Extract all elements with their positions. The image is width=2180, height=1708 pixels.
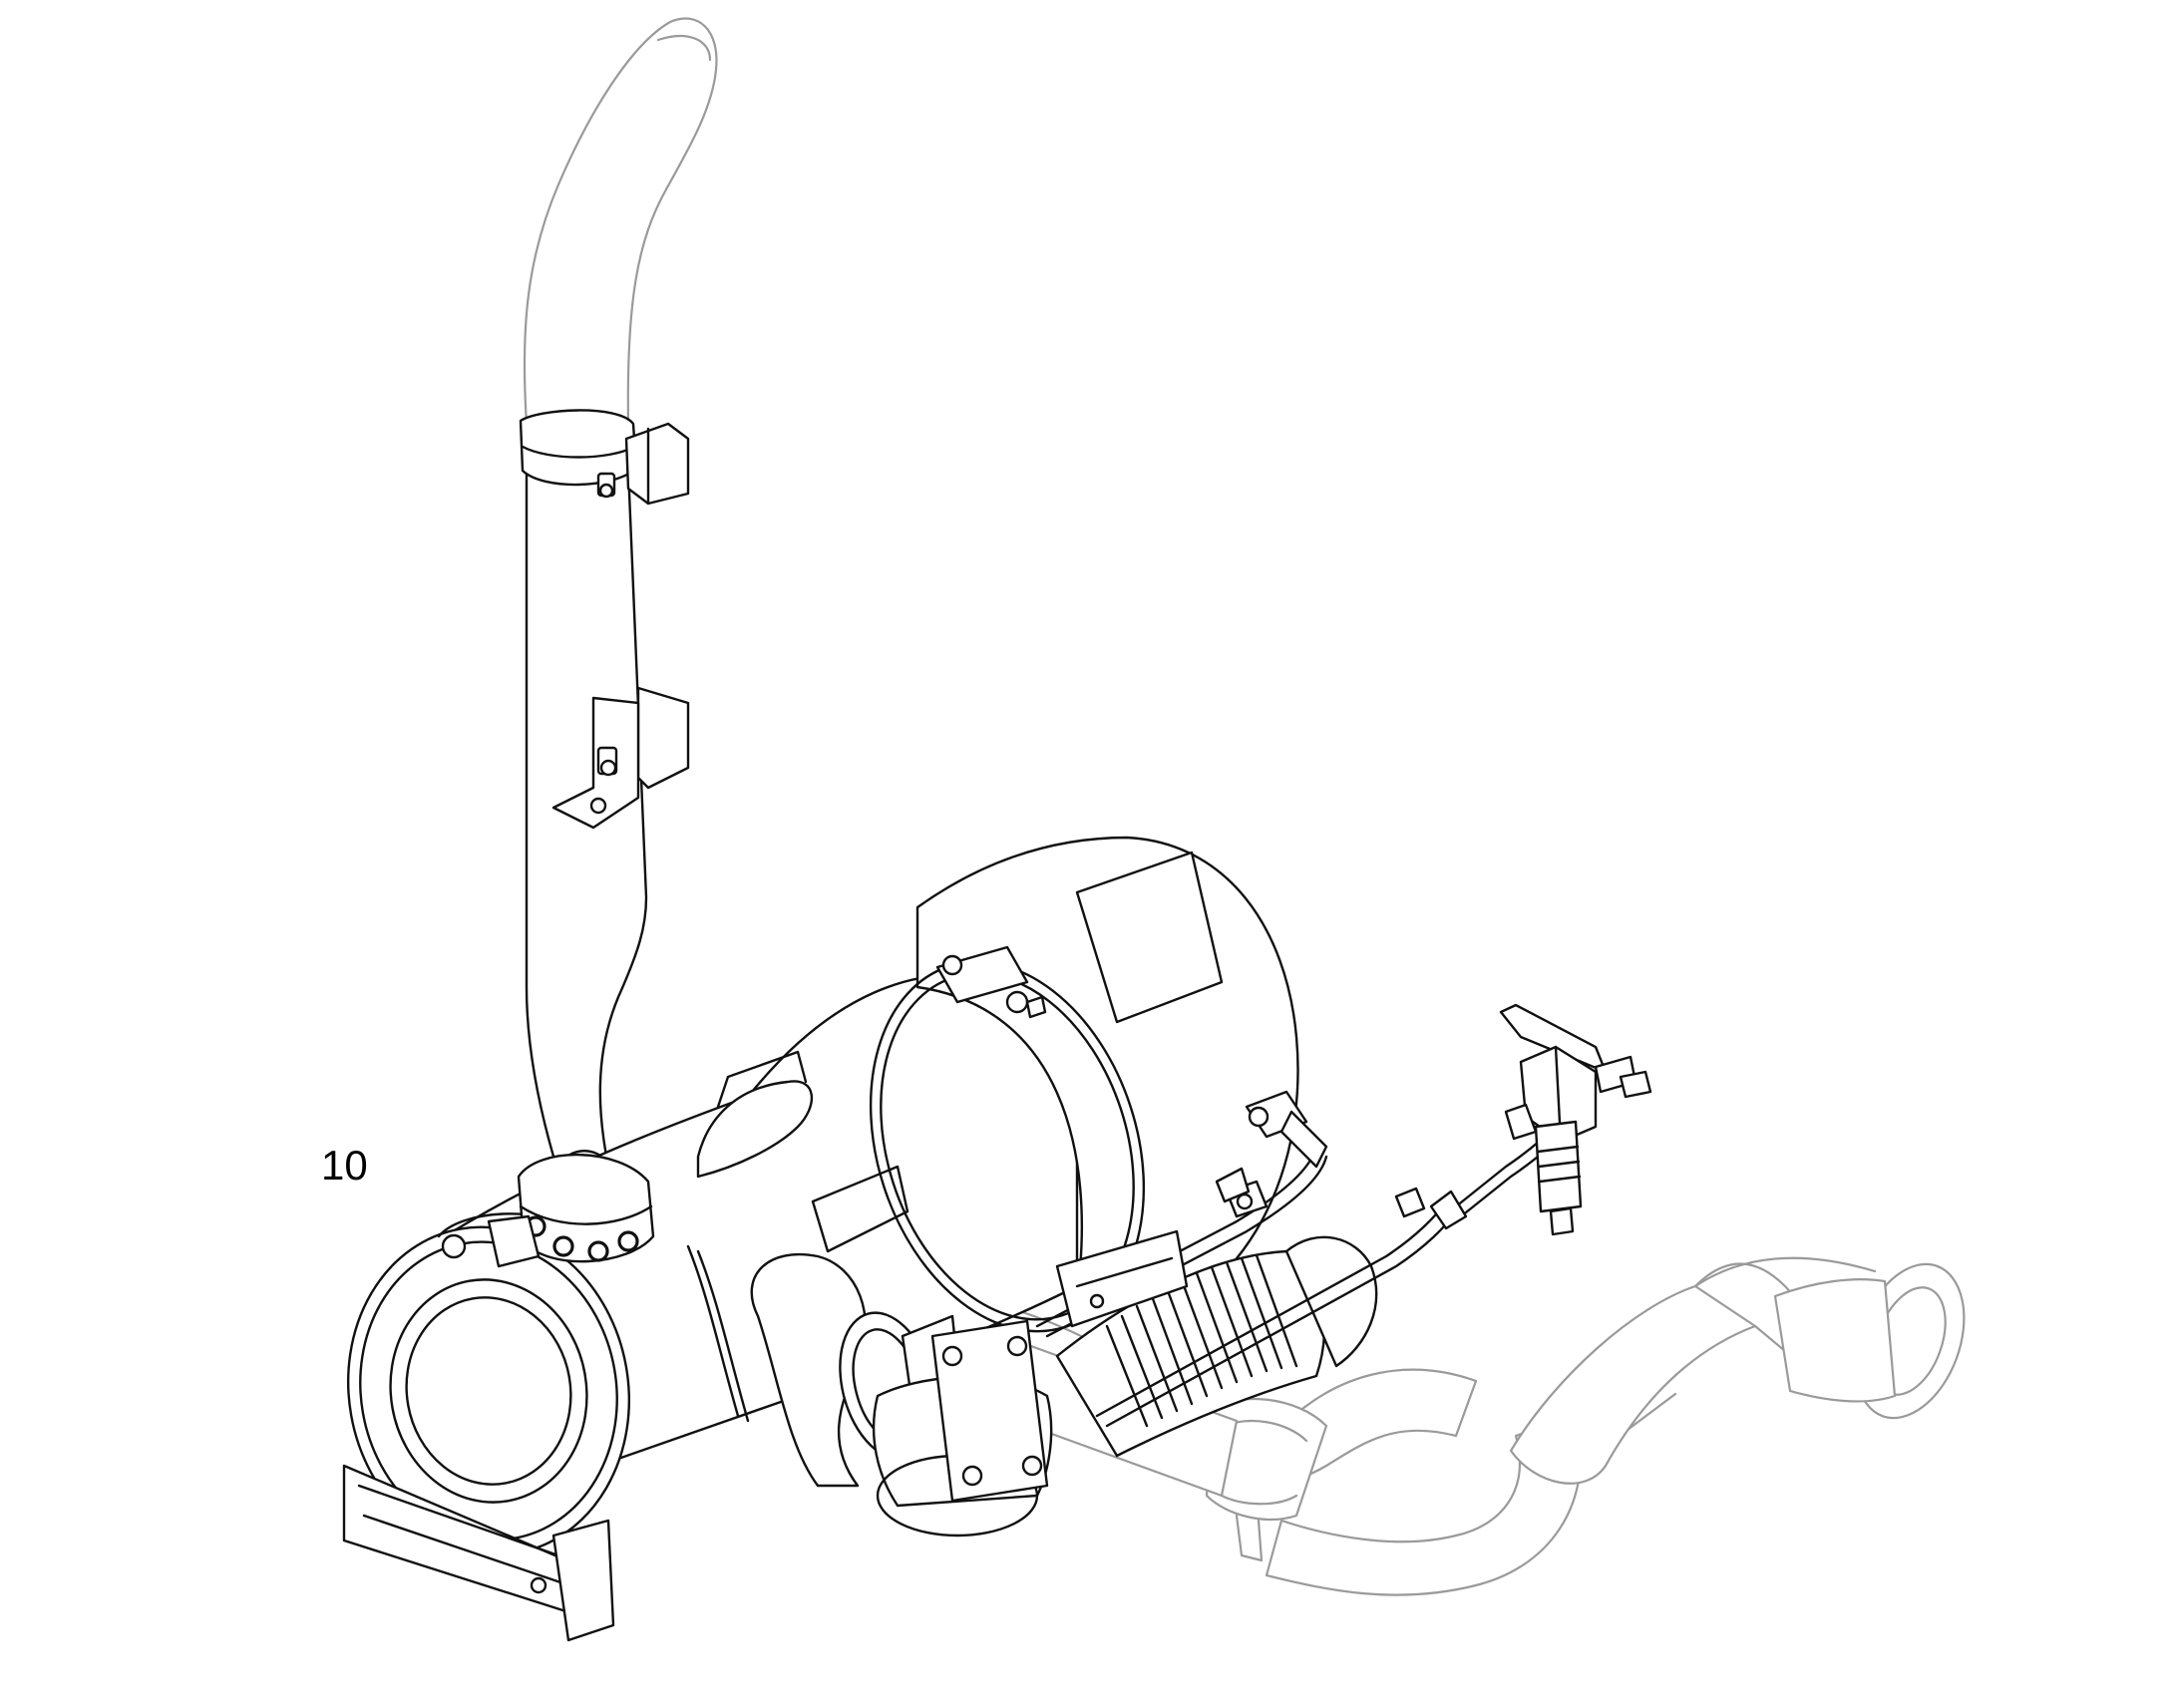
inlet-v-band-clamp	[441, 1153, 655, 1268]
rear-band-clamp	[935, 945, 1047, 1019]
exhaust-stack-tailpipe	[523, 17, 718, 426]
stack-upper-clamp	[519, 409, 690, 506]
stack-mounting-bracket	[551, 686, 690, 830]
canister-support-bracket	[1055, 1229, 1189, 1328]
front-mounting-bracket	[342, 1464, 615, 1642]
harness-connector	[1215, 1167, 1251, 1203]
silencer-end-cap	[346, 1212, 631, 1556]
pressure-sensor-assembly	[1499, 1003, 1652, 1236]
exhaust-outlet-pipe	[985, 1256, 1966, 1596]
mixer-mounting-plate	[930, 1319, 1049, 1503]
callout-label: 10	[321, 1142, 368, 1189]
